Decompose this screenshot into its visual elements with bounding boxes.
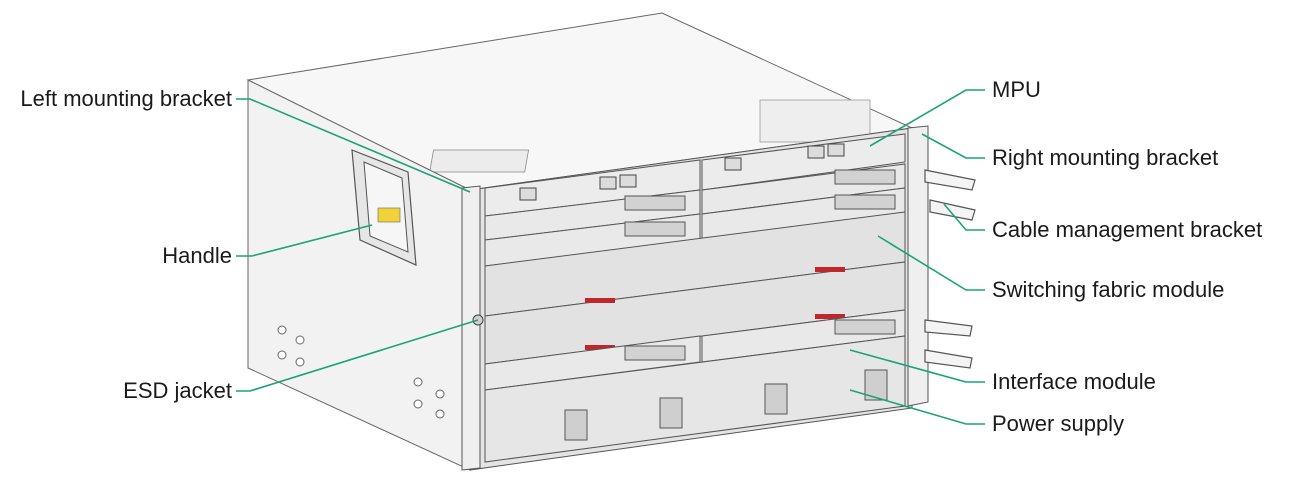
label-cable-management-bracket: Cable management bracket xyxy=(992,217,1263,242)
right-mounting-bracket xyxy=(907,125,929,407)
upper-interface-rows xyxy=(484,163,906,267)
label-switching-fabric-module: Switching fabric module xyxy=(992,277,1225,302)
leader-switching-fabric-module xyxy=(877,235,985,291)
leader-lines xyxy=(236,89,985,425)
leader-interface-module xyxy=(849,349,985,383)
mpu-row xyxy=(484,133,906,217)
label-left-mounting-bracket: Left mounting bracket xyxy=(20,86,232,111)
leader-mpu xyxy=(869,89,985,147)
label-mpu: MPU xyxy=(992,77,1041,102)
leader-right-mounting-bracket xyxy=(921,133,985,159)
switching-fabric-modules xyxy=(484,211,906,365)
leader-power-supply xyxy=(849,389,985,425)
label-right-mounting-bracket: Right mounting bracket xyxy=(992,145,1219,170)
top-panel xyxy=(759,99,871,143)
top-sticker xyxy=(429,149,530,173)
leader-cable-management-bracket xyxy=(943,203,985,231)
label-esd-jacket: ESD jacket xyxy=(123,378,232,403)
side-handle xyxy=(351,149,417,266)
label-power-supply: Power supply xyxy=(992,411,1125,436)
power-supplies xyxy=(484,335,906,463)
leader-left-mounting-bracket xyxy=(236,98,471,193)
label-handle: Handle xyxy=(162,243,232,268)
leader-handle xyxy=(236,224,373,257)
left-mounting-bracket xyxy=(461,185,481,471)
label-interface-module: Interface module xyxy=(992,369,1156,394)
leader-esd-jacket xyxy=(236,319,479,392)
side-holes xyxy=(277,325,445,419)
cable-management-brackets xyxy=(924,169,976,369)
